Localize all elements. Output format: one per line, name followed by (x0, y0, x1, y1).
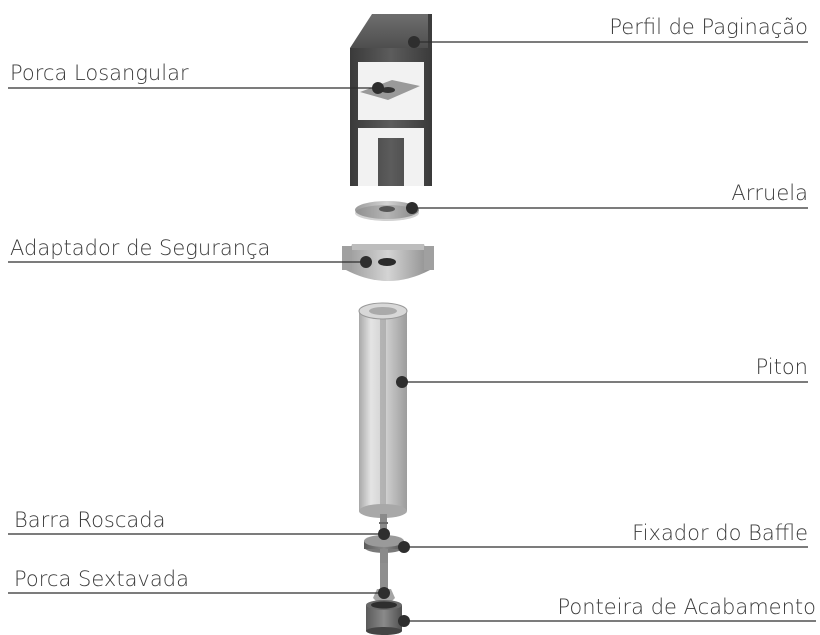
label-ponteira: Ponteira de Acabamento (557, 595, 816, 619)
leader-dot (398, 541, 410, 553)
callout-porca-sextavada: Porca Sextavada (8, 567, 390, 599)
label-barra-roscada: Barra Roscada (14, 508, 165, 532)
label-piton: Piton (756, 355, 808, 379)
baffle-fixer-part (364, 535, 404, 563)
callout-fixador: Fixador do Baffle (398, 521, 808, 553)
leader-dot (398, 615, 410, 627)
label-porca-sextavada: Porca Sextavada (14, 567, 189, 591)
washer-part (355, 201, 419, 221)
callout-arruela: Arruela (406, 181, 808, 214)
label-perfil: Perfil de Paginação (609, 15, 808, 39)
callout-ponteira: Ponteira de Acabamento (398, 595, 816, 627)
label-fixador: Fixador do Baffle (632, 521, 808, 545)
leader-dot (408, 36, 420, 48)
callout-piton: Piton (396, 355, 808, 388)
callout-adaptador: Adaptador de Segurança (8, 236, 372, 268)
leader-dot (372, 82, 384, 94)
callout-barra-roscada: Barra Roscada (8, 508, 390, 540)
end-cap-part (366, 600, 402, 635)
label-adaptador: Adaptador de Segurança (10, 236, 270, 260)
callout-porca-losangular: Porca Losangular (8, 61, 384, 94)
piton-part (358, 302, 408, 518)
leader-dot (378, 587, 390, 599)
profile-part (350, 14, 432, 186)
label-porca-losangular: Porca Losangular (10, 61, 189, 85)
leader-dot (360, 256, 372, 268)
leader-dot (378, 528, 390, 540)
callout-perfil: Perfil de Paginação (408, 15, 808, 48)
leader-dot (406, 202, 418, 214)
leader-dot (396, 376, 408, 388)
label-arruela: Arruela (731, 181, 808, 205)
